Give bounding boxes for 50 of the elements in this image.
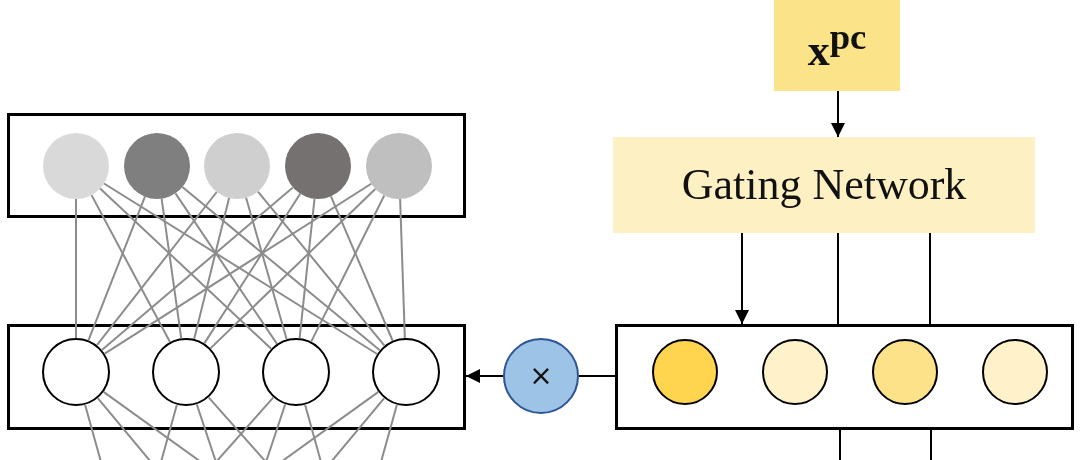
connection-line (84, 403, 102, 460)
connection-line (90, 194, 171, 343)
multiply-sign: × (529, 362, 553, 390)
arrow (831, 90, 845, 138)
layer-box (615, 324, 1074, 430)
connection-line (399, 198, 406, 339)
connection-line (245, 196, 288, 341)
connection-line (209, 187, 377, 350)
connection-line (265, 403, 287, 460)
neuron-circle (285, 133, 351, 199)
connection-line (929, 232, 931, 325)
connection-line (193, 197, 231, 340)
connection-line (280, 390, 380, 460)
connection-line (330, 397, 386, 460)
neuron-circle (124, 133, 190, 199)
connection-line (160, 403, 178, 460)
connection-line (837, 232, 839, 325)
connection-line (95, 191, 218, 347)
connection-line (256, 190, 386, 347)
connection-line (304, 403, 322, 460)
connection-line (207, 396, 267, 460)
layer-box (7, 324, 466, 430)
connection-line (160, 197, 183, 340)
connection-line (102, 390, 202, 460)
layer-box (7, 113, 466, 218)
connection-line (96, 397, 152, 460)
node-label: x$^{pc}$ (807, 18, 867, 73)
connection-line (75, 198, 77, 339)
connection-line (839, 429, 841, 460)
connection-line (380, 403, 398, 460)
arrow (465, 369, 504, 383)
connection-line (87, 195, 146, 342)
connection-line (298, 197, 316, 340)
neuron-circle (42, 338, 110, 406)
process-box (613, 137, 1035, 233)
connection-line (174, 192, 278, 345)
connection-line (215, 396, 275, 460)
connection-line (310, 194, 386, 343)
connection-line (578, 375, 616, 377)
connection-line (195, 403, 217, 460)
connection-line (181, 186, 381, 352)
arrow (735, 232, 749, 325)
connection-line (329, 195, 394, 342)
connection-line (203, 192, 302, 345)
neuron-circle (262, 338, 330, 406)
node-label: Gating Network (681, 163, 967, 207)
input-box (774, 0, 900, 91)
neuron-circle (372, 338, 440, 406)
neuron-circle (152, 338, 220, 406)
connection-line (930, 429, 932, 460)
